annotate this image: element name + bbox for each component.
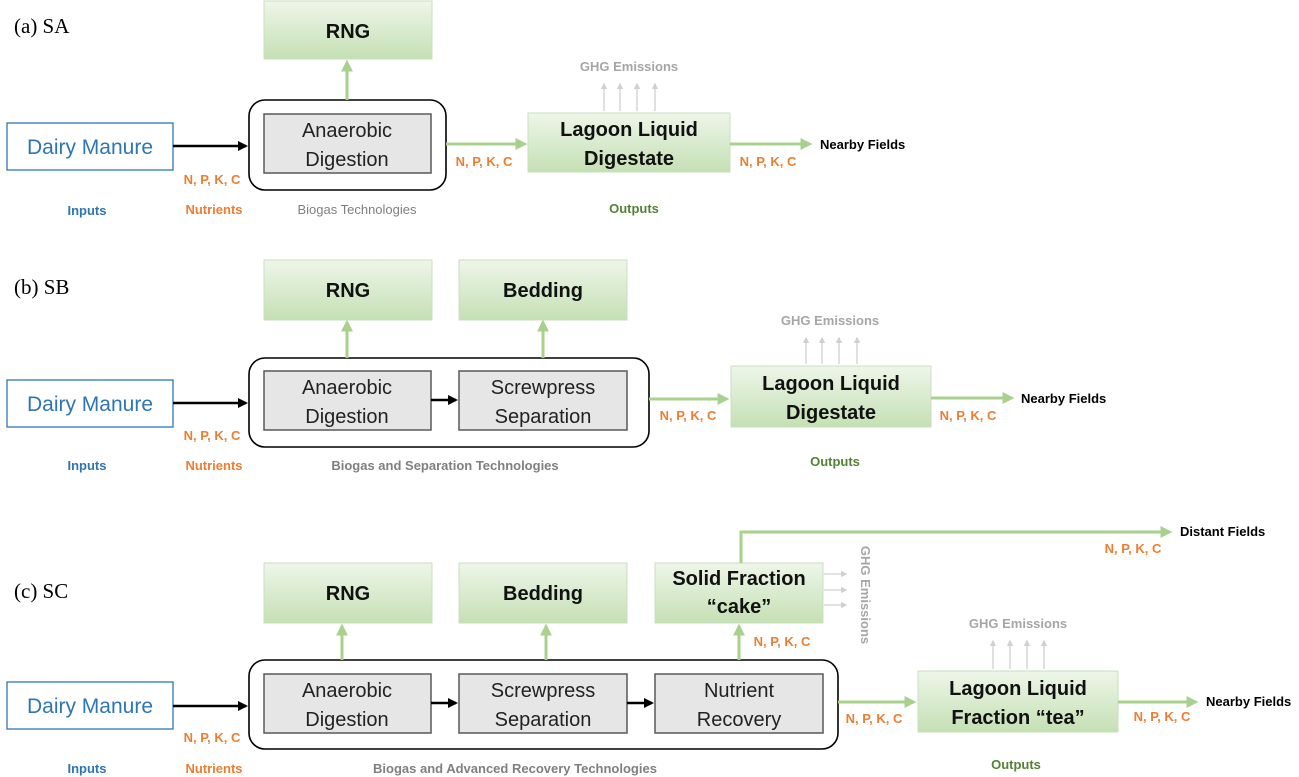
dairy-manure-box (6, 681, 174, 730)
anaerobic-digestion-box (263, 113, 432, 174)
nr-line1: Nutrient (704, 680, 774, 702)
to-distant-fields-arrow (739, 526, 1173, 563)
npkc-lagoon-in: N, P, K, C (846, 711, 903, 726)
dairy-manure-label: Dairy Manure (27, 136, 153, 159)
ad-line2: Digestion (305, 406, 388, 428)
ghg-label: GHG Emissions (781, 313, 879, 328)
dairy-manure-label: Dairy Manure (27, 695, 153, 718)
lagoon-line1: Lagoon Liquid (560, 119, 698, 141)
dairy-manure-box (6, 122, 174, 171)
dairy-manure-label: Dairy Manure (27, 393, 153, 416)
npkc-output: N, P, K, C (740, 154, 797, 169)
lagoon-box (527, 112, 731, 173)
rng-label: RNG (326, 21, 370, 43)
dairy-manure-box (6, 379, 174, 428)
outputs-label: Outputs (991, 757, 1041, 772)
npkc-output: N, P, K, C (940, 408, 997, 423)
nutrients-label: Nutrients (185, 761, 242, 776)
npkc-solid: N, P, K, C (754, 634, 811, 649)
ad-line1: Anaerobic (302, 377, 392, 399)
bedding-box (458, 562, 628, 624)
inputs-label: Inputs (68, 761, 107, 776)
lagoon-line2: Digestate (584, 148, 674, 170)
ghg-arrows (989, 639, 1048, 669)
sp-line1: Screwpress (491, 377, 595, 399)
anaerobic-digestion-box (263, 673, 432, 734)
npkc-input: N, P, K, C (184, 730, 241, 745)
panel-b: (b) SB Dairy Manure Anaerobic Digestion … (6, 259, 1106, 473)
npkc-output: N, P, K, C (1134, 709, 1191, 724)
inputs-label: Inputs (68, 203, 107, 218)
solid-line1: Solid Fraction (672, 568, 805, 590)
sp-line1: Screwpress (491, 680, 595, 702)
bedding-label: Bedding (503, 280, 583, 302)
outputs-label: Outputs (609, 201, 659, 216)
lagoon-box (917, 670, 1119, 733)
nearby-fields-label: Nearby Fields (1021, 391, 1106, 406)
ad-line2: Digestion (305, 709, 388, 731)
rng-label: RNG (326, 280, 370, 302)
tech-label: Biogas and Advanced Recovery Technologie… (373, 761, 657, 776)
npkc-digestate: N, P, K, C (660, 408, 717, 423)
separation-tech-group (248, 357, 650, 448)
npkc-distant: N, P, K, C (1105, 541, 1162, 556)
lagoon-box (730, 365, 932, 428)
rng-box (263, 259, 433, 321)
rng-label: RNG (326, 583, 370, 605)
ghg-label: GHG Emissions (969, 616, 1067, 631)
panel-a: (a) SA Dairy Manure Anaerobic Digestion … (6, 0, 905, 218)
nearby-fields-label: Nearby Fields (820, 137, 905, 152)
npkc-digestate: N, P, K, C (456, 154, 513, 169)
lagoon-line1: Lagoon Liquid (762, 373, 900, 395)
ghg-arrows (600, 82, 659, 111)
panel-c-title: (c) SC (14, 579, 68, 603)
lagoon-line2: Digestate (786, 402, 876, 424)
nearby-fields-label: Nearby Fields (1206, 694, 1291, 709)
lagoon-line1: Lagoon Liquid (949, 678, 1087, 700)
solid-ghg-arrows (824, 570, 848, 609)
sp-line2: Separation (495, 406, 592, 428)
distant-fields-label: Distant Fields (1180, 524, 1265, 539)
nutrient-recovery-box (654, 673, 824, 734)
screwpress-box (458, 673, 628, 734)
panel-b-title: (b) SB (14, 275, 69, 299)
ad-line1: Anaerobic (302, 120, 392, 142)
npkc-input: N, P, K, C (184, 428, 241, 443)
ghg-label: GHG Emissions (580, 59, 678, 74)
ghg-vertical-label: GHG Emissions (858, 546, 873, 644)
nutrients-label: Nutrients (185, 458, 242, 473)
panel-c: (c) SC Dairy Manure Anaerobic Digestion … (6, 524, 1291, 776)
rng-box (263, 562, 433, 624)
solid-line2: “cake” (707, 596, 772, 618)
panel-a-title: (a) SA (14, 14, 70, 38)
ghg-arrows (802, 336, 861, 364)
nutrients-label: Nutrients (185, 202, 242, 217)
inputs-label: Inputs (68, 458, 107, 473)
advanced-recovery-group (248, 659, 839, 750)
anaerobic-digestion-box (263, 370, 432, 431)
solid-fraction-box (654, 562, 824, 624)
ad-line1: Anaerobic (302, 680, 392, 702)
screwpress-box (458, 370, 628, 431)
ad-line2: Digestion (305, 149, 388, 171)
nr-line2: Recovery (697, 709, 781, 731)
tech-label: Biogas and Separation Technologies (331, 458, 558, 473)
bedding-box (458, 259, 628, 321)
sp-line2: Separation (495, 709, 592, 731)
lagoon-line2: Fraction “tea” (951, 707, 1084, 729)
rng-box (263, 0, 433, 60)
npkc-input: N, P, K, C (184, 172, 241, 187)
tech-label: Biogas Technologies (297, 202, 417, 217)
bedding-label: Bedding (503, 583, 583, 605)
outputs-label: Outputs (810, 454, 860, 469)
